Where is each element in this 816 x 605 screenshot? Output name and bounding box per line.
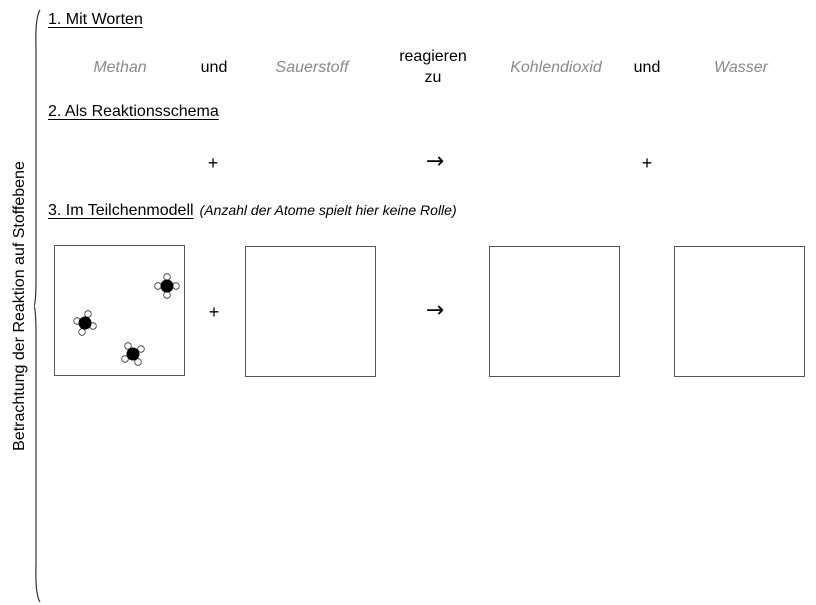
left-brace xyxy=(34,9,41,603)
word-kohlendioxid: Kohlendioxid xyxy=(510,59,602,76)
side-label: Betrachtung der Reaktion auf Stoffebene xyxy=(11,161,28,451)
schema-plus-2: + xyxy=(641,153,653,173)
schema-arrow: → xyxy=(425,149,445,174)
methane-molecule-3 xyxy=(121,342,145,366)
word-reagieren-zu: reagieren zu xyxy=(399,46,467,88)
word-und-2: und xyxy=(633,59,661,76)
methane-molecule-1 xyxy=(154,273,180,299)
section3-note: (Anzahl der Atome spielt hier keine Roll… xyxy=(199,202,457,218)
section2-heading: 2. Als Reaktionsschema xyxy=(48,103,219,121)
model-arrow: → xyxy=(425,298,445,323)
model-plus: + xyxy=(208,302,220,322)
particle-box-carbon-dioxide xyxy=(489,246,620,377)
particle-box-methane xyxy=(54,245,185,376)
word-reagieren: reagieren xyxy=(399,48,467,65)
section3-title: 3. Im Teilchenmodell xyxy=(48,202,194,219)
particle-box-oxygen xyxy=(245,246,376,377)
particle-box-water xyxy=(674,246,805,377)
section2-title: 2. Als Reaktionsschema xyxy=(48,103,219,120)
methane-molecules xyxy=(73,273,180,366)
methane-molecule-2 xyxy=(73,310,97,336)
word-wasser: Wasser xyxy=(714,59,768,76)
word-zu: zu xyxy=(424,69,442,86)
section1-heading: 1. Mit Worten xyxy=(48,11,143,29)
section3-heading: 3. Im Teilchenmodell (Anzahl der Atome sp… xyxy=(48,202,457,220)
word-und-1: und xyxy=(200,59,228,76)
schema-plus-1: + xyxy=(207,153,219,173)
word-methan: Methan xyxy=(93,59,147,76)
word-sauerstoff: Sauerstoff xyxy=(275,59,349,76)
section1-title: 1. Mit Worten xyxy=(48,11,143,28)
